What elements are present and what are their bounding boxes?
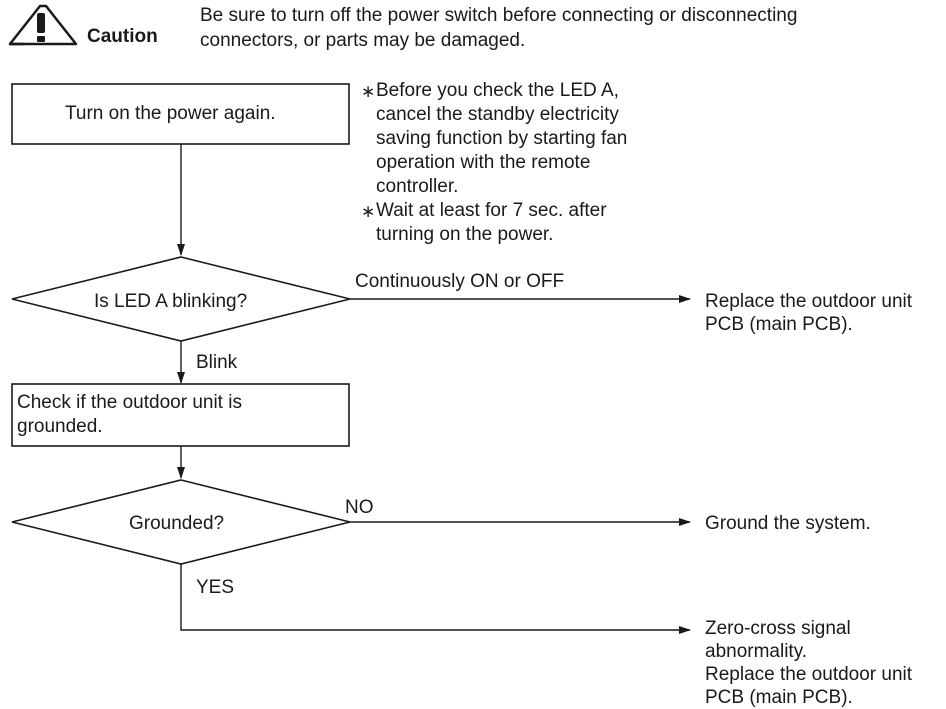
result-zero-cross-line1: Zero-cross signal — [705, 618, 851, 639]
branch-label-blink: Blink — [196, 352, 238, 373]
note2-line2: turning on the power. — [376, 224, 554, 245]
note1-line4: operation with the remote — [376, 152, 591, 173]
step-check-ground-line2: grounded. — [17, 416, 103, 437]
step-check-ground-line1: Check if the outdoor unit is — [17, 392, 242, 413]
note2-line1: Wait at least for 7 sec. after — [376, 200, 607, 221]
caution-message-line1: Be sure to turn off the power switch bef… — [200, 5, 798, 26]
branch-label-yes: YES — [196, 577, 235, 598]
caution-label: Caution — [87, 26, 158, 47]
result-replace-pcb-line2: PCB (main PCB). — [705, 314, 853, 335]
decision-grounded-text: Grounded? — [129, 513, 225, 534]
decision-led-text: Is LED A blinking? — [94, 291, 248, 312]
result-zero-cross-line3: Replace the outdoor unit — [705, 664, 913, 685]
branch-label-no: NO — [345, 497, 374, 518]
result-ground-system: Ground the system. — [705, 513, 871, 534]
note2-marker: ∗ — [361, 202, 376, 221]
connector-grounded-yes — [180, 564, 691, 634]
caution-message-line2: connectors, or parts may be damaged. — [200, 30, 526, 51]
step-power-on-text: Turn on the power again. — [65, 103, 276, 124]
result-replace-pcb-line1: Replace the outdoor unit — [705, 291, 913, 312]
branch-label-continuous: Continuously ON or OFF — [355, 271, 565, 292]
result-zero-cross-line2: abnormality. — [705, 641, 808, 662]
note1-line3: saving function by starting fan — [376, 128, 628, 149]
warning-triangle-icon — [8, 4, 78, 46]
note1-line5: controller. — [376, 176, 459, 197]
note1-line1: Before you check the LED A, — [376, 80, 619, 101]
result-zero-cross-line4: PCB (main PCB). — [705, 687, 853, 708]
note1-marker: ∗ — [361, 82, 376, 101]
note1-line2: cancel the standby electricity — [376, 104, 619, 125]
